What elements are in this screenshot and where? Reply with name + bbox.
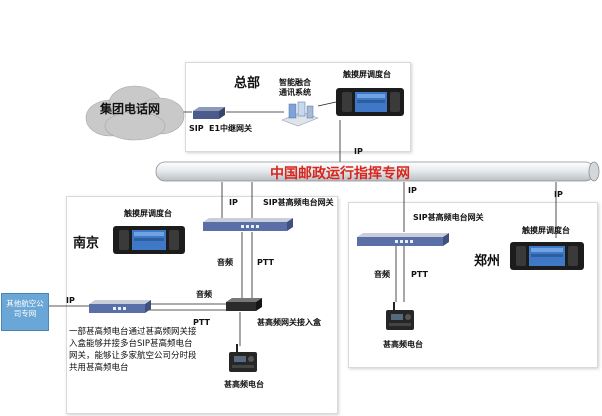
hq-console-label: 触摸屏调度台: [343, 70, 391, 79]
cloud-label: 集团电话网: [100, 102, 161, 116]
access-box-icon: [226, 298, 262, 311]
hq-title: 总部: [234, 76, 261, 91]
nanjing-ip-label: IP: [229, 198, 238, 207]
nanjing-console-icon: [113, 226, 185, 254]
backbone-title: 中国邮政运行指挥专网: [270, 166, 410, 182]
hq-console-icon: [336, 88, 404, 116]
nanjing-radio-label: 甚高频电台: [224, 380, 264, 389]
nanjing-ptt-label: PTT: [257, 258, 274, 267]
hq-e1-gateway-label: E1中继网关: [209, 124, 253, 133]
zhengzhou-audio-label: 音频: [374, 270, 390, 279]
nanjing-note: 一部甚高频电台通过甚高频网关接入盒能够并接多台SIP甚高频电台网关，能够让多家航…: [69, 327, 197, 373]
cloud-icon: [85, 85, 185, 141]
e1-gateway-icon: [193, 107, 225, 119]
zhengzhou-title: 郑州: [474, 254, 501, 269]
zhengzhou-gateway-label: SIP甚高频电台网关: [413, 213, 484, 222]
fusion-server-icon: [281, 101, 319, 127]
backbone-pipe: [155, 161, 600, 182]
fusion-system-label-2: 通讯系统: [279, 88, 311, 97]
zhengzhou-radio-icon: [386, 302, 414, 330]
zhengzhou-ip-label: IP: [408, 186, 417, 195]
external-ip-label: IP: [66, 296, 75, 305]
nanjing-console-label: 触摸屏调度台: [124, 209, 172, 218]
nanjing-audio-label-2: 音频: [196, 290, 212, 299]
nanjing-radio-icon: [229, 344, 257, 372]
zhengzhou-radio-label: 甚高频电台: [383, 340, 423, 349]
nanjing-title: 南京: [73, 236, 100, 251]
nanjing-audio-label: 音频: [217, 258, 233, 267]
lower-gateway-icon: [89, 300, 151, 313]
zhengzhou-console-icon: [510, 242, 584, 270]
nanjing-ptt-label-2: PTT: [193, 318, 210, 327]
hq-sip-label: SIP: [189, 124, 204, 133]
zhengzhou-console-label: 触摸屏调度台: [522, 226, 570, 235]
hq-ip-label: IP: [354, 147, 363, 156]
fusion-system-label-1: 智能融合: [279, 78, 311, 87]
external-network-box: [1, 293, 49, 331]
nanjing-gateway-icon: [203, 218, 293, 231]
zhengzhou-ip-label-2: IP: [554, 190, 563, 199]
external-network-label: 其他航空公司专网: [6, 299, 44, 318]
zhengzhou-gateway-icon: [357, 233, 449, 246]
nanjing-gateway-label: SIP甚高频电台网关: [263, 198, 334, 207]
zhengzhou-ptt-label: PTT: [411, 270, 428, 279]
access-box-label: 甚高频网关接入盒: [257, 318, 321, 327]
